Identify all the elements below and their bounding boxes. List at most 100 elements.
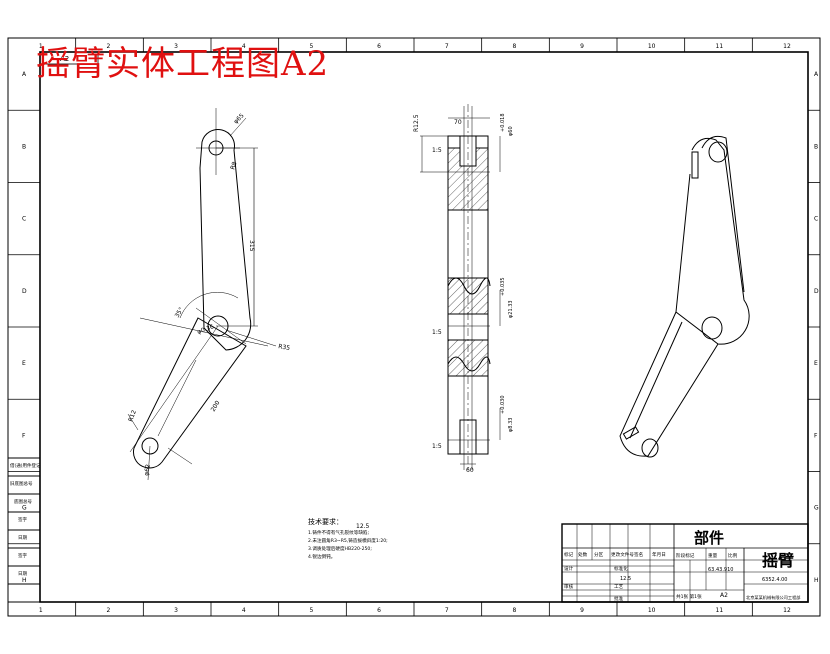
- tech-notes-roughness: 12.5: [356, 523, 370, 530]
- zone-row-label: H: [814, 577, 819, 584]
- title-block-stage-header: 重量: [708, 552, 718, 559]
- zone-row-label: E: [22, 360, 26, 367]
- iso-bottom-slot: [622, 426, 640, 440]
- tech-notes-line: 3.调质处理后硬度HB220-250;: [308, 545, 372, 552]
- dim-section-w70: 70: [454, 119, 462, 126]
- side-table-cell: 日期: [18, 571, 27, 577]
- zone-column-label: 7: [445, 607, 449, 614]
- zone-column-label: 4: [242, 43, 246, 50]
- side-table-cell: 旧底图总号: [10, 480, 33, 487]
- title-block-sheet-info: 共1张 第1张: [676, 593, 702, 600]
- dim-front-r-top: R8: [229, 161, 238, 171]
- tech-notes-heading: 技术要求：: [308, 517, 343, 526]
- title-block-stage-header: 阶段标记: [676, 552, 695, 559]
- dim-front-len-lower: 200: [210, 399, 222, 413]
- inner-border: [39, 51, 809, 603]
- zone-column-label: 4: [242, 607, 246, 614]
- zone-column-label: 8: [513, 607, 517, 614]
- zone-column-label: 1: [39, 43, 43, 50]
- isometric-view: [619, 135, 750, 458]
- zone-column-label: 3: [174, 607, 178, 614]
- side-table-cell: 日期: [18, 535, 27, 541]
- dim-front-d-top: φ65: [232, 112, 245, 125]
- section-slope-label: 1:5: [432, 443, 442, 450]
- dim-section-d-mid: φ21.33: [508, 300, 514, 318]
- zone-column-label: 1: [39, 607, 43, 614]
- side-table-cell: 借(通)用件登记: [10, 462, 41, 469]
- lower-arm-outline: [133, 317, 247, 469]
- zone-column-label: 10: [648, 43, 656, 50]
- title-block-role: 审核: [564, 583, 574, 590]
- top-left-stamp: A2: [60, 55, 69, 63]
- dim-front-r-low: R12: [127, 409, 138, 423]
- zone-column-label: 12: [783, 607, 791, 614]
- drawing-title: 摇臂实体工程图A2: [36, 44, 330, 84]
- zone-column-label: 10: [648, 607, 656, 614]
- iso-top-slot: [691, 151, 699, 179]
- zone-row-label: H: [22, 577, 27, 584]
- title-block-role: 工艺: [614, 584, 624, 590]
- iso-upper-arm: [675, 137, 750, 345]
- dim-front-angle: 35°: [174, 306, 185, 319]
- zone-column-label: 12: [783, 43, 791, 50]
- zone-column-label: 2: [107, 607, 111, 614]
- zone-column-label: 11: [716, 43, 724, 50]
- zone-row-label: B: [814, 143, 818, 150]
- section-slope-label: 1:5: [432, 147, 442, 154]
- dim-front-d-low: φ62: [143, 464, 152, 477]
- tech-notes: 技术要求： 12.5 1.铸件不得有气孔裂纹等缺陷; 2.未注圆角R3~R5,铸…: [308, 517, 388, 560]
- zone-row-label: D: [814, 288, 819, 295]
- zone-column-label: 11: [716, 607, 724, 614]
- title-block-stage-header: 比例: [728, 552, 738, 559]
- zone-column-label: 9: [580, 43, 584, 50]
- tech-notes-line: 1.铸件不得有气孔裂纹等缺陷;: [308, 529, 370, 536]
- section-view: [420, 104, 501, 470]
- title-block-header: 标记: [564, 551, 574, 558]
- zone-column-label: 6: [377, 43, 381, 50]
- title-block-company: 北京某某机械有限公司工程部: [746, 594, 800, 601]
- title-block-weight: 63.43.910: [708, 567, 733, 573]
- front-view: [127, 108, 277, 481]
- title-block-sheet-size: A2: [720, 592, 728, 599]
- zone-row-label: E: [814, 360, 818, 367]
- top-left-stamp-box: [39, 51, 99, 65]
- title-block-scale: 12.5: [620, 576, 631, 582]
- zone-row-label: F: [22, 432, 26, 439]
- dim-section-tol-top: +0.018: [500, 113, 506, 132]
- upper-arm-outline: [199, 129, 252, 351]
- dim-section-b60: 60: [466, 467, 474, 474]
- title-block-header: 年月日: [652, 551, 666, 558]
- zone-row-label: A: [814, 71, 819, 78]
- zone-row-label: F: [814, 432, 818, 439]
- section-slope-label: 1:5: [432, 329, 442, 336]
- zone-row-label: A: [22, 71, 27, 78]
- iso-mid-hole: [701, 316, 723, 340]
- title-block-header: 更改文件号: [611, 551, 634, 558]
- title-block-header: 处数: [578, 551, 588, 558]
- dim-section-tol-mid: +0.035: [500, 277, 506, 296]
- side-table-cell: 底图总号: [14, 498, 32, 505]
- side-table-cell: 签字: [18, 516, 27, 523]
- zone-column-label: 3: [174, 43, 178, 50]
- side-table: 借(通)用件登记 旧底图总号 底图总号 签字 日期 签字 日期: [7, 457, 41, 603]
- bottom-pin-hole: [141, 437, 159, 455]
- title-block-header: 签名: [634, 551, 643, 558]
- zone-column-label: 7: [445, 43, 449, 50]
- zone-column-label: 9: [580, 607, 584, 614]
- dim-section-r-top: R12.5: [413, 114, 420, 132]
- dim-front-r-mid: R35: [278, 343, 291, 352]
- zone-row-label: D: [22, 288, 27, 295]
- tech-notes-line: 4.锐边倒钝。: [308, 553, 335, 560]
- title-block-part-name: 摇臂: [762, 551, 794, 570]
- dim-front-len-upper: 315: [248, 240, 255, 252]
- dim-section-tol-low: +0.030: [500, 395, 506, 414]
- dim-section-d-top: φ60: [508, 126, 514, 136]
- zone-row-label: B: [22, 143, 26, 150]
- title-block: [561, 523, 809, 603]
- title-block-header: 分区: [594, 551, 604, 558]
- iso-top-lug: [708, 141, 728, 163]
- title-block-part-heading: 部件: [694, 529, 724, 547]
